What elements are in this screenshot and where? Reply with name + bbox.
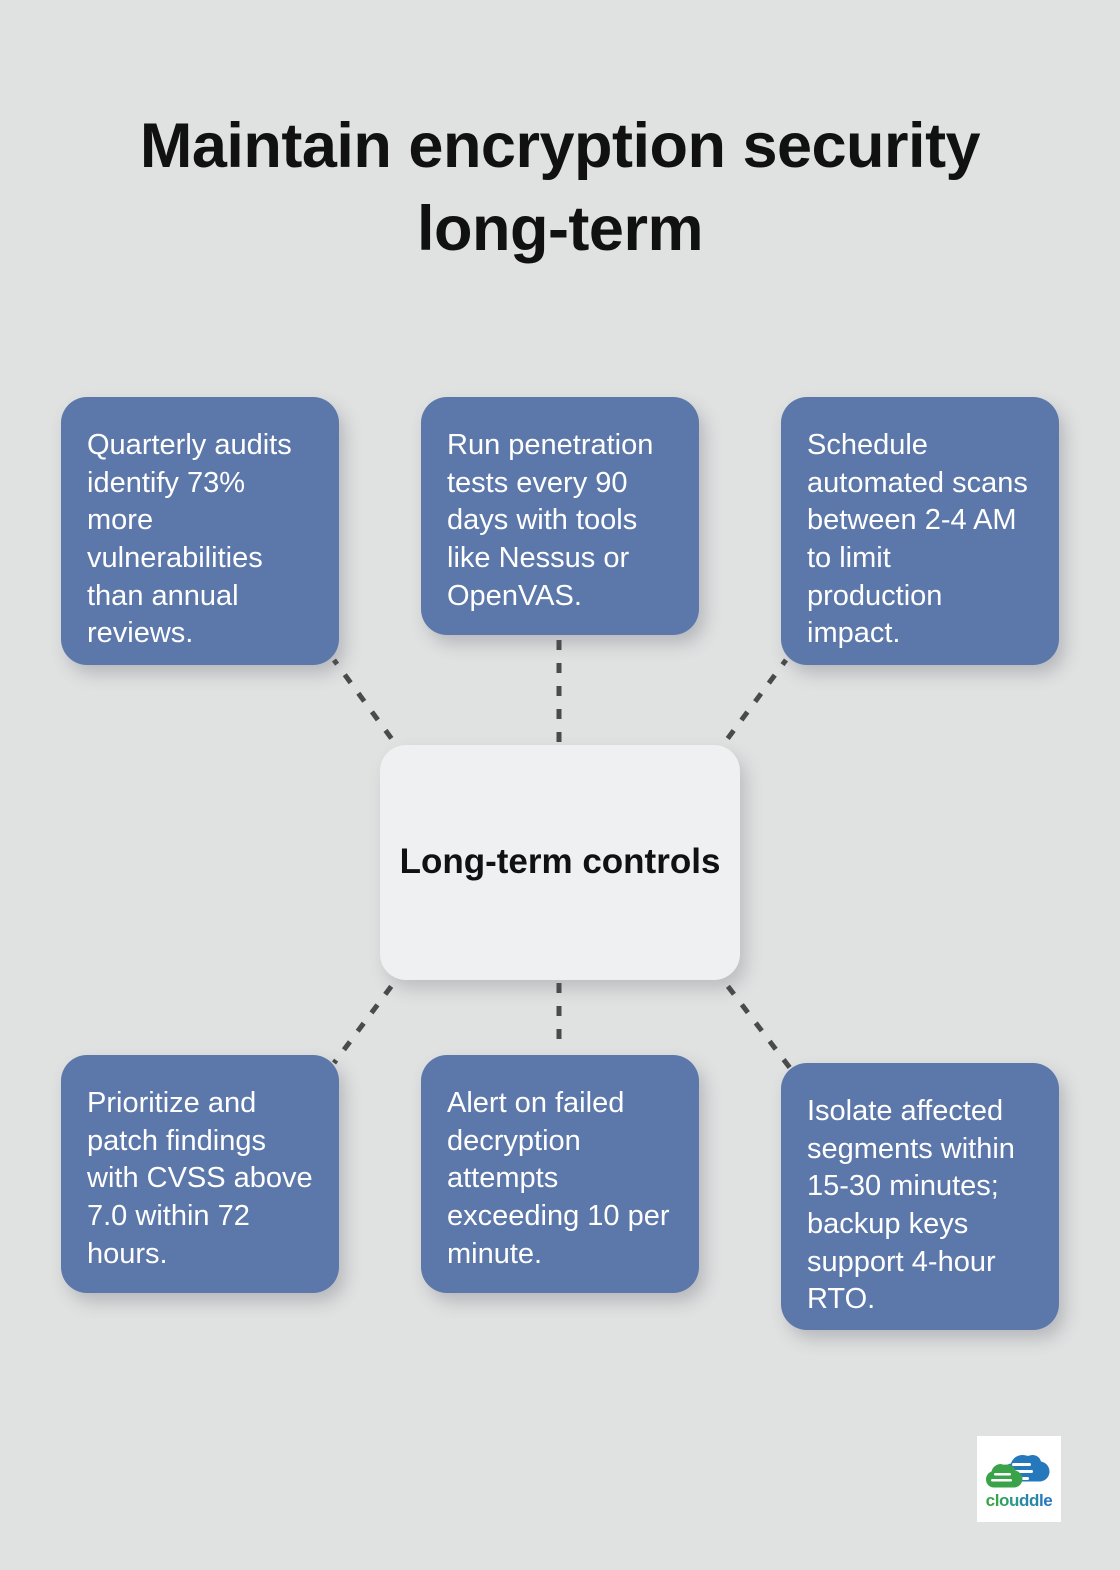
- node-text: Run penetration tests every 90 days with…: [447, 429, 654, 612]
- node-text: Quarterly audits identify 73% more vulne…: [87, 429, 292, 650]
- logo-letter: o: [999, 1491, 1010, 1510]
- cloud-green-lines: [991, 1473, 1012, 1482]
- node-card-bottom-left[interactable]: Prioritize and patch findings with CVSS …: [61, 1055, 339, 1293]
- logo-letter: l: [994, 1491, 1000, 1510]
- logo-letter: d: [1028, 1491, 1039, 1510]
- logo-letter: c: [985, 1491, 995, 1510]
- logo-wordmark: clouddle: [986, 1492, 1053, 1509]
- logo-letter: d: [1019, 1491, 1029, 1510]
- center-hub-card[interactable]: Long-term controls: [380, 745, 740, 980]
- connector-center-to-bottom-left: [331, 966, 408, 1065]
- node-text: Prioritize and patch findings with CVSS …: [87, 1087, 313, 1270]
- connector-center-to-top-right: [711, 658, 789, 759]
- node-card-top-left[interactable]: Quarterly audits identify 73% more vulne…: [61, 397, 339, 665]
- page-title: Maintain encryption security long-term: [139, 111, 981, 265]
- node-text: Schedule automated scans between 2-4 AM …: [807, 429, 1028, 650]
- node-card-bottom-right[interactable]: Isolate affected segments within 15-30 m…: [781, 1063, 1059, 1330]
- logo-letter: l: [1038, 1491, 1044, 1510]
- cloud-green-shape: [986, 1464, 1023, 1488]
- logo-letter: u: [1009, 1491, 1019, 1510]
- center-hub-label: Long-term controls: [399, 842, 721, 882]
- node-text: Isolate affected segments within 15-30 m…: [807, 1095, 1015, 1316]
- node-text: Alert on failed decryption attempts exce…: [447, 1087, 670, 1270]
- cloud-logo-icon: [986, 1455, 1050, 1488]
- brand-logo: clouddle: [977, 1436, 1061, 1522]
- node-card-top-right[interactable]: Schedule automated scans between 2-4 AM …: [781, 397, 1059, 665]
- node-card-bottom-center[interactable]: Alert on failed decryption attempts exce…: [421, 1055, 699, 1293]
- node-card-top-center[interactable]: Run penetration tests every 90 days with…: [421, 397, 699, 635]
- connector-center-to-top-left: [331, 658, 408, 759]
- connector-center-to-bottom-right: [712, 966, 792, 1070]
- logo-letter: e: [1043, 1491, 1053, 1510]
